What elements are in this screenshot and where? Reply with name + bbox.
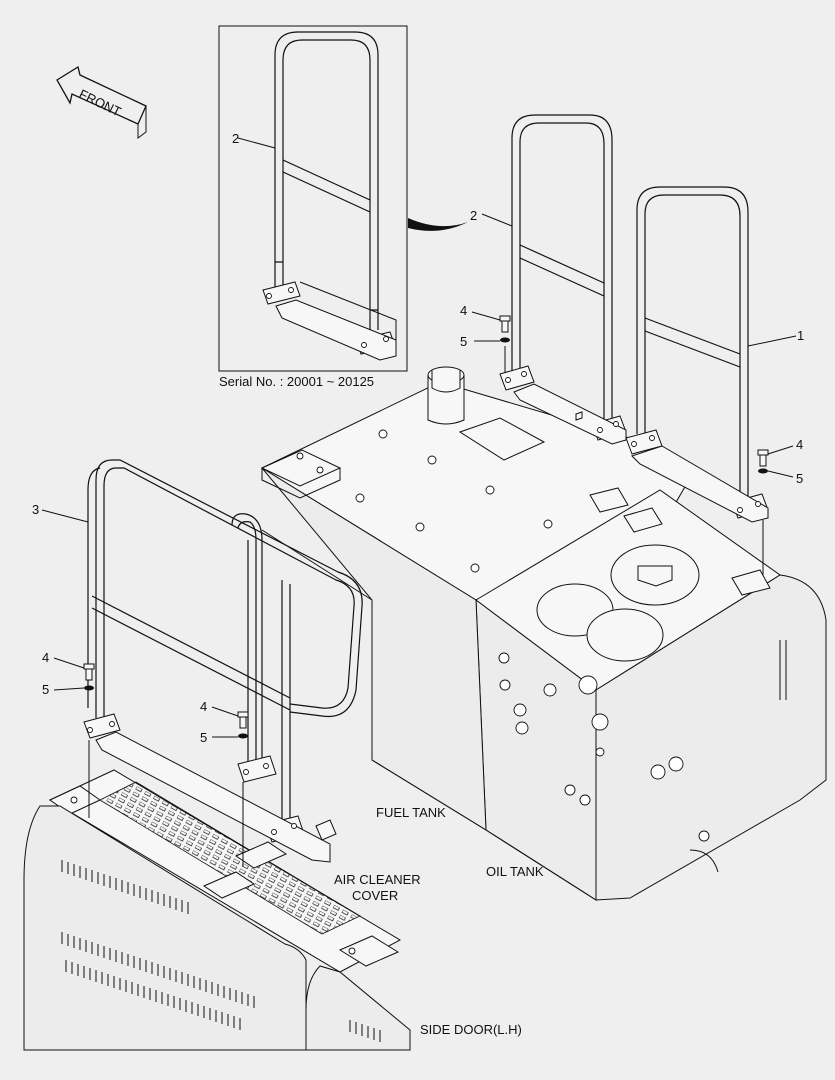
- air-cleaner-label-line2: COVER: [352, 888, 398, 903]
- door-vents: [61, 860, 381, 1042]
- tank-body: [260, 366, 827, 901]
- handrail-3: [83, 459, 363, 863]
- front-label: FRONT: [77, 86, 124, 119]
- fuel-tank-label: FUEL TANK: [376, 805, 446, 820]
- callout-5-top: 5: [460, 334, 467, 349]
- callout-5-left: 5: [42, 682, 49, 697]
- callout-2: 2: [470, 208, 477, 223]
- side-door-label: SIDE DOOR(L.H): [420, 1022, 522, 1037]
- bolt-washer-top: [471, 311, 511, 372]
- inset-detail: 2 Serial No. : 20001 ~ 20125: [218, 25, 408, 389]
- leader-3: [41, 509, 89, 523]
- callout-4-top: 4: [460, 303, 467, 318]
- oil-tank-label: OIL TANK: [486, 864, 544, 879]
- handrail-2: [499, 114, 627, 445]
- leader-2: [481, 213, 513, 227]
- air-cleaner-label-line1: AIR CLEANER: [334, 872, 421, 887]
- callout-4-left: 4: [42, 650, 49, 665]
- callout-5-mid: 5: [200, 730, 207, 745]
- bolt-washer-right: [757, 445, 794, 576]
- front-arrow: FRONT: [56, 65, 147, 139]
- detail-pointer: [408, 218, 468, 231]
- serial-number-text: Serial No. : 20001 ~ 20125: [219, 374, 374, 389]
- callout-4-right: 4: [796, 437, 803, 452]
- bolt-washer-mid: [211, 706, 249, 866]
- inset-callout-2: 2: [232, 131, 239, 146]
- callout-1: 1: [797, 328, 804, 343]
- bolt-washer-left: [53, 657, 95, 818]
- callout-5-right: 5: [796, 471, 803, 486]
- callout-4-mid: 4: [200, 699, 207, 714]
- inset-handrail: [274, 31, 379, 330]
- callout-3: 3: [32, 502, 39, 517]
- side-door: [23, 805, 411, 1051]
- handrail-1: [625, 186, 769, 523]
- inset-bracket: [262, 281, 397, 361]
- air-cleaner-cover: [48, 769, 402, 973]
- leader-1: [747, 335, 797, 347]
